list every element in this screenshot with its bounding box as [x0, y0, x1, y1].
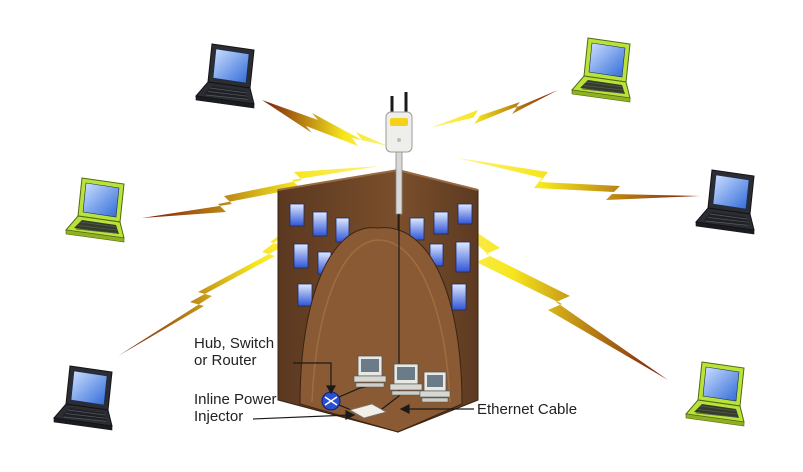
laptop-icon [685, 361, 745, 427]
laptop-icon [53, 365, 113, 431]
laptop-icon [195, 43, 255, 109]
access-point-icon [385, 92, 413, 215]
signal-bolt-bottom-left [118, 200, 330, 356]
injector-label: Inline Power Injector [194, 391, 277, 425]
laptop-icon [65, 177, 125, 243]
laptop-icon [695, 169, 755, 235]
injector-label-line2: Injector [194, 408, 244, 425]
desktop-computer-icon [419, 371, 451, 403]
hub-label-line2: or Router [194, 352, 257, 369]
desktop-computers [353, 355, 451, 403]
ethernet-label: Ethernet Cable [477, 401, 578, 418]
hub-icon [321, 391, 341, 411]
building-interior [299, 227, 463, 433]
building-windows [289, 203, 473, 311]
signal-bolt-left [142, 166, 380, 218]
label-leaders [252, 362, 474, 420]
wireless-signals [118, 90, 700, 380]
power-injector-icon [348, 403, 388, 419]
injector-label-line1: Inline Power [194, 391, 277, 408]
hub-label-line1: Hub, Switch [194, 335, 275, 352]
signal-bolt-top-left [262, 100, 388, 146]
signal-bolt-right [458, 158, 700, 200]
desktop-computer-icon [353, 355, 387, 388]
signal-bolt-bottom-right [428, 200, 668, 380]
laptop-icon [571, 37, 631, 103]
laptops [53, 37, 755, 431]
signal-bolt-top-right [430, 90, 558, 128]
ethernet-cable-line [377, 214, 400, 413]
desktop-computer-icon [389, 363, 423, 396]
hub-label: Hub, Switch or Router [194, 335, 274, 369]
